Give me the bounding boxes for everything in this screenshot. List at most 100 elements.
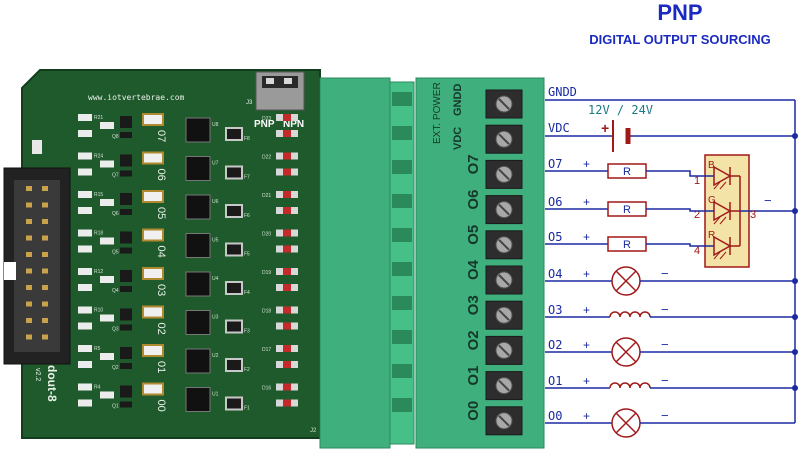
screw-slot-line bbox=[498, 239, 510, 251]
ribbon-key-notch bbox=[4, 262, 16, 280]
ic-ref: U8 bbox=[212, 122, 219, 128]
jumper-ref: J3 bbox=[246, 100, 253, 106]
led-letter: G bbox=[708, 195, 716, 206]
plug-rib bbox=[392, 126, 412, 140]
resistor-label: R bbox=[623, 204, 631, 216]
transistor-ref: Q1 bbox=[112, 404, 119, 410]
screw-slot-line bbox=[498, 203, 510, 216]
smd-led-color bbox=[283, 168, 291, 176]
header-pin bbox=[26, 285, 32, 290]
smd-led-color bbox=[283, 322, 291, 330]
smd-resistor bbox=[78, 229, 92, 237]
ic-chip bbox=[185, 387, 211, 412]
terminal-channel-label: O0 bbox=[465, 401, 482, 421]
resistor-label: R bbox=[623, 166, 631, 178]
plug-rib bbox=[392, 398, 412, 412]
junction-dot bbox=[792, 208, 798, 214]
smd-led-color bbox=[283, 191, 291, 198]
led-letter: R bbox=[708, 230, 715, 241]
smd-capacitor bbox=[142, 344, 164, 357]
header-pin bbox=[42, 334, 48, 340]
header-pin bbox=[26, 219, 32, 224]
board-output-label: 02 bbox=[155, 323, 167, 335]
sot-transistor bbox=[120, 231, 132, 244]
board-output-label: 01 bbox=[155, 361, 167, 373]
smd-resistor bbox=[78, 383, 92, 391]
diode-ref: D23 bbox=[262, 116, 271, 122]
board-output-label: 07 bbox=[155, 130, 167, 142]
screw-slot-line bbox=[498, 379, 510, 392]
smd-resistor bbox=[78, 245, 92, 253]
ic-ref: U3 bbox=[212, 315, 219, 321]
sot-transistor bbox=[120, 308, 132, 321]
ic-chip bbox=[185, 156, 211, 181]
resistor-ref: R21 bbox=[94, 115, 103, 121]
smd-fuse bbox=[225, 319, 243, 334]
battery-plus-sign: + bbox=[601, 120, 609, 136]
smd-resistor bbox=[78, 130, 92, 137]
terminal-body bbox=[415, 77, 545, 449]
smd-led-color bbox=[283, 361, 291, 368]
smd-led-color bbox=[283, 114, 291, 121]
led-emission bbox=[719, 251, 727, 260]
header-pin bbox=[26, 202, 32, 208]
ic-chip bbox=[185, 233, 211, 258]
sot-transistor-small bbox=[120, 286, 132, 292]
smd-resistor bbox=[100, 391, 114, 399]
junction-dot bbox=[792, 133, 798, 139]
plug-rib bbox=[392, 194, 412, 208]
header-pin bbox=[26, 318, 32, 323]
transistor-ref: Q5 bbox=[112, 250, 119, 256]
resistor-ref: R5 bbox=[94, 346, 101, 352]
sot-transistor bbox=[120, 347, 132, 359]
header-pin bbox=[42, 268, 48, 274]
connector-ref: J2 bbox=[310, 428, 317, 434]
sot-transistor-small bbox=[120, 132, 132, 138]
board-output-label: 06 bbox=[155, 169, 167, 181]
smd-fuse bbox=[225, 358, 243, 372]
ic-ref: U5 bbox=[212, 238, 219, 244]
smd-led-color bbox=[283, 399, 291, 407]
transistor-ref: Q7 bbox=[112, 173, 119, 179]
led-emission bbox=[713, 181, 721, 190]
ic-chip bbox=[185, 271, 211, 297]
sot-transistor-small bbox=[120, 324, 132, 331]
led-minus-sign: − bbox=[764, 193, 772, 208]
ic-ref: U7 bbox=[212, 161, 219, 167]
smd-capacitor bbox=[142, 113, 164, 126]
output-wire bbox=[646, 170, 714, 177]
smd-fuse bbox=[225, 165, 243, 180]
plug-left bbox=[319, 77, 391, 449]
schematic-output-label: O7 bbox=[548, 157, 562, 171]
ext-power-label: EXT. POWER bbox=[432, 82, 443, 144]
resistor-ref: R24 bbox=[94, 154, 103, 160]
plug-rib bbox=[392, 296, 412, 310]
sot-transistor bbox=[120, 116, 132, 128]
jumper-pin bbox=[284, 78, 292, 84]
smd-led-color bbox=[283, 268, 291, 275]
sot-transistor-small bbox=[120, 363, 132, 369]
header-pin bbox=[26, 268, 32, 274]
jumper-label-pnp: PNP bbox=[254, 119, 275, 130]
schematic-output-label: O3 bbox=[548, 303, 562, 317]
led-pin-label: 1 bbox=[694, 175, 700, 187]
smd-capacitor bbox=[142, 190, 164, 203]
inductor-coil bbox=[609, 311, 651, 318]
led-letter: B bbox=[708, 160, 715, 171]
terminal-channel-label: O7 bbox=[465, 154, 482, 174]
smd-led-color bbox=[283, 284, 291, 291]
small-cap bbox=[32, 140, 42, 154]
header-pin bbox=[42, 219, 48, 224]
plug-rib bbox=[392, 330, 412, 344]
transistor-ref: Q3 bbox=[112, 327, 119, 333]
smd-fuse bbox=[225, 204, 243, 218]
plus-sign: + bbox=[583, 157, 590, 171]
schematic-output-label: O1 bbox=[548, 374, 562, 388]
fuse-ref: F6 bbox=[244, 213, 250, 219]
header-pin bbox=[42, 301, 48, 307]
plus-sign: + bbox=[583, 409, 590, 423]
screw-slot-line bbox=[498, 168, 510, 181]
fuse-ref: F1 bbox=[244, 406, 250, 412]
smd-resistor bbox=[100, 276, 114, 283]
terminal-channel-label: O5 bbox=[465, 225, 482, 245]
